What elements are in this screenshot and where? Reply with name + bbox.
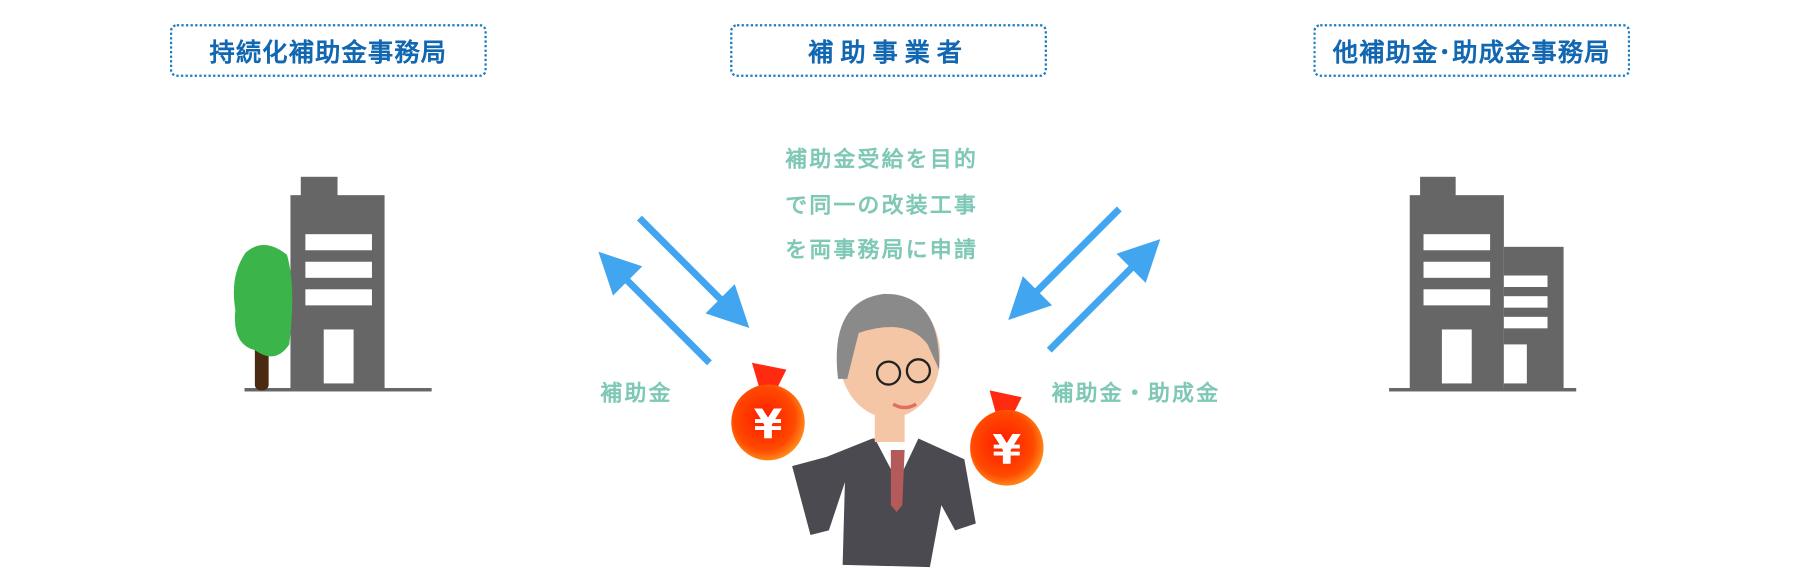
note-line-2: で同一の改装工事 [785, 192, 979, 219]
arrow-from-right-office [1008, 206, 1122, 320]
left-office-building [244, 176, 432, 392]
money-bag-right: ¥ [970, 390, 1044, 486]
yen-symbol-right: ¥ [992, 426, 1021, 474]
header-left-office: 持続化補助金事務局 [169, 24, 487, 77]
arrow-to-right-office [1046, 239, 1161, 353]
money-bag-left: ¥ [731, 362, 805, 461]
note-line-3: を両事務局に申請 [785, 237, 979, 263]
right-office-building [1389, 176, 1577, 392]
header-right-office: 他補助金･助成金事務局 [1313, 24, 1631, 77]
header-grantee: 補助事業者 [730, 24, 1047, 77]
yen-symbol-left: ¥ [754, 401, 783, 449]
tree-icon [233, 245, 293, 391]
label-left-money: 補助金 [600, 381, 673, 407]
arrow-to-left-office [598, 251, 712, 366]
note-line-1: 補助金受給を目的 [785, 146, 979, 173]
arrow-from-left-office [637, 215, 750, 329]
label-right-money: 補助金・助成金 [1051, 381, 1221, 407]
business-man-illustration [792, 293, 976, 568]
